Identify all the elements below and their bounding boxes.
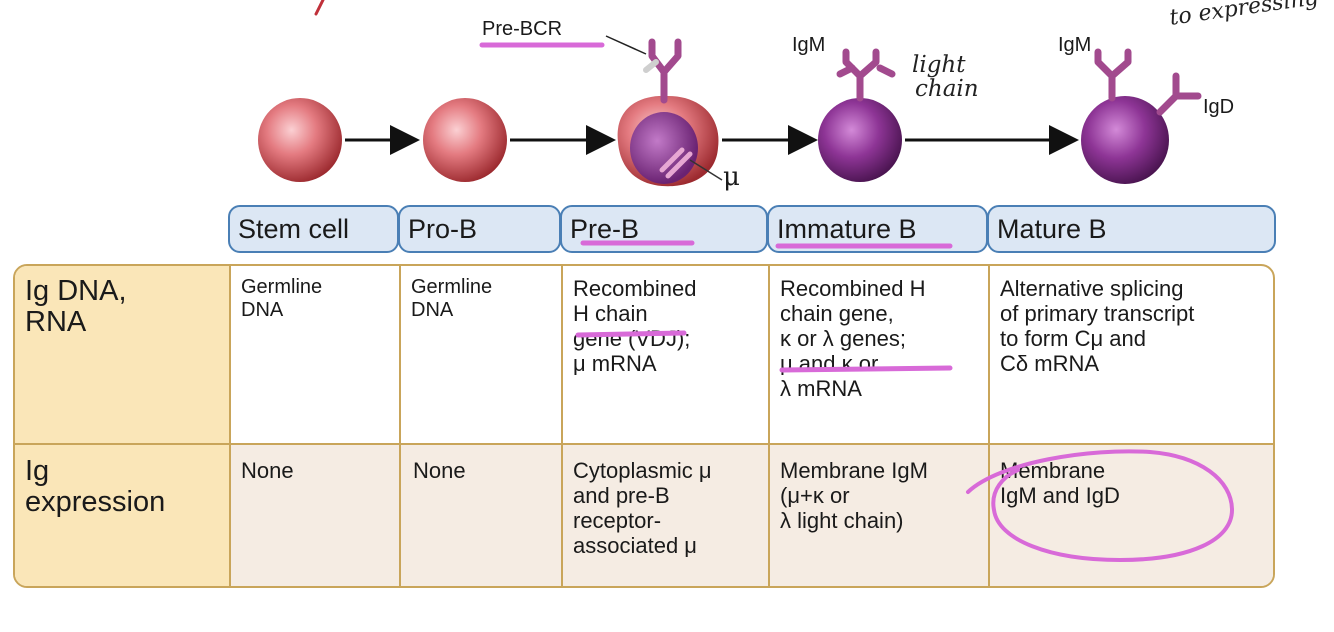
- pre-bcr-pointer: [605, 35, 647, 55]
- igm-label-mature: IgM: [1058, 34, 1092, 56]
- handwritten-light: light: [912, 52, 966, 78]
- col-divider: [988, 266, 990, 586]
- mature-b-cell: [1081, 96, 1169, 184]
- cell-expr-stem: None: [241, 458, 294, 483]
- row-header-column: [15, 266, 231, 586]
- cell-expr-mature-b: Membrane IgM and IgD: [1000, 458, 1120, 508]
- igd-label: IgD: [1203, 96, 1235, 118]
- igd-receptor-mature: [1156, 72, 1202, 116]
- stage-immature-b: Immature B: [767, 205, 988, 253]
- immature-b-cell: [818, 98, 902, 182]
- cell-expr-pre-b: Cytoplasmic μ and pre-B receptor- associ…: [573, 458, 712, 558]
- stage-mature-b: Mature B: [987, 205, 1276, 253]
- col-divider: [768, 266, 770, 586]
- stage-stem-cell: Stem cell: [228, 205, 399, 253]
- cell-expr-pro-b: None: [413, 458, 466, 483]
- col-divider: [399, 266, 401, 586]
- cell-dna-mature-b: Alternative splicing of primary transcri…: [1000, 276, 1195, 376]
- pre-b-cell: [617, 95, 723, 187]
- pre-bcr-receptor: [643, 38, 682, 104]
- igm-receptor-mature: [1094, 48, 1132, 102]
- col-divider: [229, 266, 231, 586]
- cell-dna-pre-b: Recombined H chain gene (VDJ); μ mRNA: [573, 276, 697, 376]
- igm-label-immature: IgM: [792, 34, 826, 56]
- cell-dna-stem: Germline DNA: [241, 276, 323, 321]
- handwritten-chain: chain: [915, 76, 979, 102]
- mu-chain-shape: [659, 147, 693, 179]
- pro-b-cell: [423, 98, 507, 182]
- igm-receptor-immature: [836, 48, 896, 102]
- row-header-ig-expression: Ig expression: [25, 455, 166, 518]
- pre-bcr-label: Pre-BCR: [482, 18, 563, 40]
- mu-label: μ: [723, 162, 740, 192]
- red-pen-mark: [314, 0, 325, 16]
- stage-pro-b: Pro-B: [398, 205, 561, 253]
- row-divider: [15, 443, 1273, 445]
- row-header-ig-dna-rna: Ig DNA, RNA: [25, 275, 127, 338]
- ig-table: Ig DNA, RNA Ig expression Germline DNA G…: [13, 264, 1275, 588]
- cell-expr-immature-b: Membrane IgM (μ+κ or λ light chain): [780, 458, 928, 533]
- stem-cell: [258, 98, 342, 182]
- stage-pre-b: Pre-B: [560, 205, 768, 253]
- cell-dna-immature-b: Recombined H chain gene, κ or λ genes; μ…: [780, 276, 926, 401]
- cell-dna-pro-b: Germline DNA: [411, 276, 493, 321]
- col-divider: [561, 266, 563, 586]
- cell-illustration: [258, 0, 1202, 187]
